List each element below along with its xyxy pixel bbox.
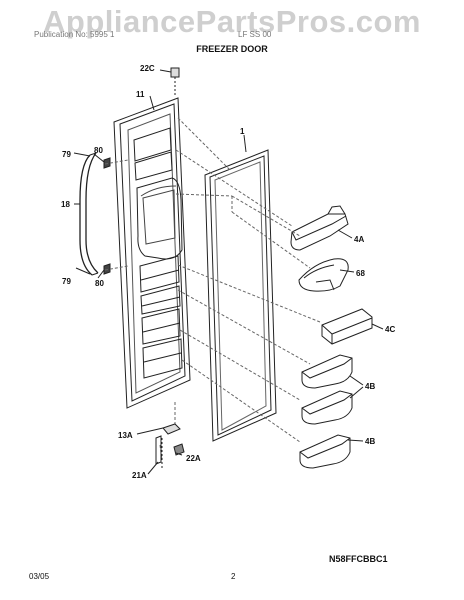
lower-hinge [155, 423, 185, 470]
hinge-cap [170, 67, 180, 96]
part-labels: 22C 11 1 79 80 18 79 80 4A 68 4C 4B 4B 1… [61, 64, 395, 480]
projection-lines [104, 117, 321, 461]
bin-4b-top [301, 354, 353, 389]
label-21a: 21A [132, 471, 147, 480]
door-gasket [204, 149, 277, 442]
model-number: LF SS 00 [238, 30, 272, 39]
label-4b-lower: 4B [365, 437, 375, 446]
label-18: 18 [61, 200, 70, 209]
label-13a: 13A [118, 431, 133, 440]
label-1: 1 [240, 127, 245, 136]
tray-68 [298, 258, 349, 292]
bin-4a [290, 205, 349, 251]
label-4a: 4A [354, 235, 364, 244]
drawing-code: N58FFCBBC1 [329, 554, 388, 564]
page-number: 2 [231, 572, 236, 581]
publication-number: Publication No: 5995 1 [34, 30, 115, 39]
label-80-bottom: 80 [95, 279, 104, 288]
watermark: AppliancePartsPros.com [43, 4, 421, 39]
handle-screws [103, 157, 111, 275]
label-68: 68 [356, 269, 365, 278]
door-panel [113, 97, 191, 409]
door-handle [79, 152, 99, 276]
bin-4b-mid [301, 390, 353, 425]
bin-4b-bottom [299, 434, 351, 469]
leader-lines [73, 69, 384, 475]
label-22c: 22C [140, 64, 155, 73]
label-79-bottom: 79 [62, 277, 71, 286]
bin-4c [321, 308, 373, 345]
label-79-top: 79 [62, 150, 71, 159]
label-22a: 22A [186, 454, 201, 463]
label-11: 11 [136, 90, 145, 99]
label-80-top: 80 [94, 146, 103, 155]
footer-date: 03/05 [29, 572, 50, 581]
diagram-title: FREEZER DOOR [196, 44, 268, 54]
label-4c: 4C [385, 325, 395, 334]
label-4b-upper: 4B [365, 382, 375, 391]
